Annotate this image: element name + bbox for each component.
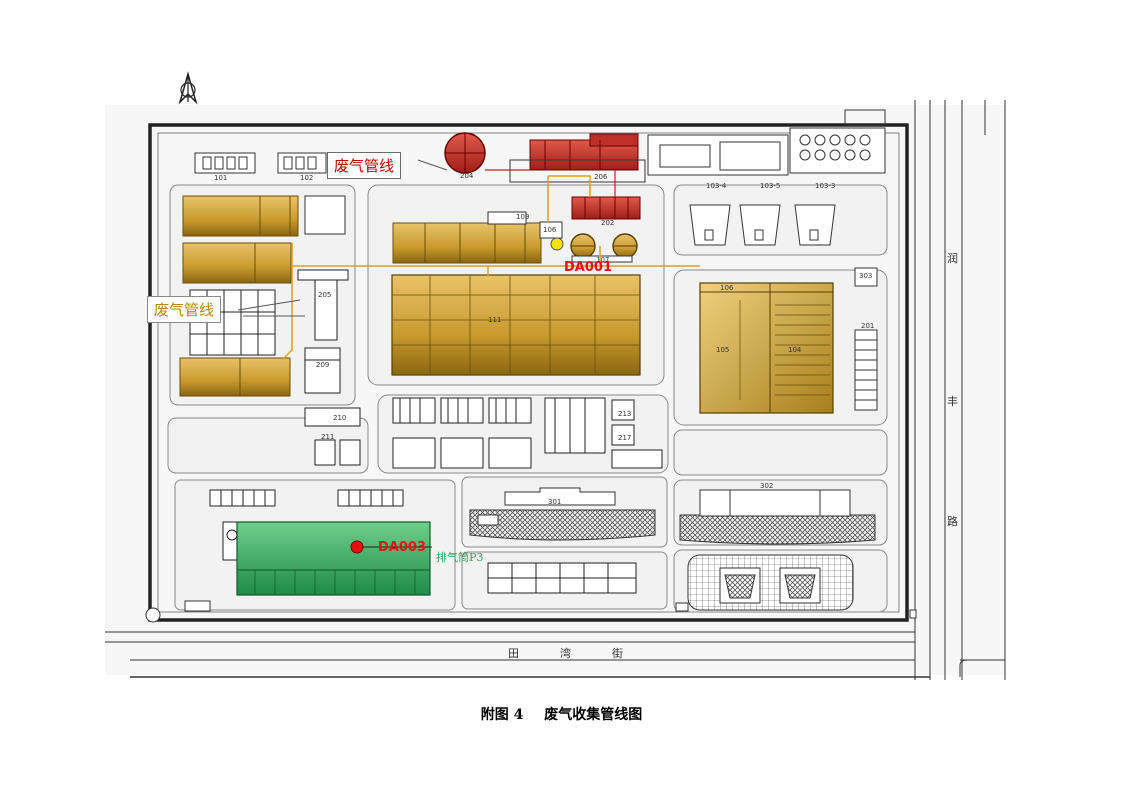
building-label: 103-4 xyxy=(706,182,727,190)
building-label: 205 xyxy=(318,291,332,299)
gold-tank-1 xyxy=(182,195,299,237)
building-label: 202 xyxy=(601,219,615,227)
building-label: 104 xyxy=(788,346,802,354)
building-205 xyxy=(297,269,349,341)
building-204 xyxy=(444,132,486,174)
building-107 xyxy=(570,233,638,263)
da001-label: DA001 xyxy=(564,260,612,275)
east-road-label-2: 丰 xyxy=(947,395,958,408)
lower-right-facility xyxy=(687,554,854,611)
building-202 xyxy=(571,196,641,220)
building-label: 111 xyxy=(488,316,502,324)
building-209 xyxy=(304,347,341,394)
east-road xyxy=(914,100,1006,680)
green-building xyxy=(222,521,431,596)
building-label: 301 xyxy=(548,498,562,506)
building-label: 106 xyxy=(720,284,734,292)
gold-tank-3 xyxy=(179,357,291,397)
building-102 xyxy=(277,152,327,174)
south-road-label-3: 街 xyxy=(612,647,623,660)
top-right-facility xyxy=(647,109,886,176)
building-103-group xyxy=(689,204,836,246)
lower-middle-grid xyxy=(487,562,637,594)
left-pipeline-callout: 废气管线 xyxy=(147,296,222,323)
south-road xyxy=(105,631,1005,678)
figure-number: 附图 4 xyxy=(480,707,524,723)
building-label: 109 xyxy=(516,213,530,221)
exhaust-stack-label: 排气筒P3 xyxy=(436,551,484,564)
building-301 xyxy=(469,487,656,541)
building-label: 201 xyxy=(861,322,875,330)
building-label: 210 xyxy=(333,414,347,422)
north-arrow-icon xyxy=(178,71,198,105)
red-pipeline xyxy=(485,169,616,197)
figure-caption: 附图 4 废气收集管线图 xyxy=(0,704,1123,724)
building-label: 209 xyxy=(316,361,330,369)
figure-title: 废气收集管线图 xyxy=(544,707,643,723)
building-206 xyxy=(509,133,646,183)
south-road-label-2: 湾 xyxy=(560,647,571,660)
da003-label: DA003 xyxy=(378,540,426,555)
building-101 xyxy=(194,152,256,174)
top-pipeline-callout: 废气管线 xyxy=(327,152,402,179)
building-label: 211 xyxy=(321,433,335,441)
da001-marker-icon xyxy=(550,237,564,251)
east-road-label-3: 路 xyxy=(947,515,958,528)
building-label: 302 xyxy=(760,482,774,490)
building-label: 107 xyxy=(596,256,610,264)
da003-marker-icon xyxy=(350,540,364,554)
building-211 xyxy=(304,407,361,466)
building-label: 103-3 xyxy=(815,182,836,190)
building-label: 213 xyxy=(618,410,632,418)
building-201 xyxy=(854,267,878,411)
waste-gas-pipeline xyxy=(281,175,700,361)
building-label: 103-5 xyxy=(760,182,781,190)
building-label: 106 xyxy=(543,226,557,234)
building-label: 102 xyxy=(300,174,314,182)
site-boundary xyxy=(148,123,909,622)
building-label: 217 xyxy=(618,434,632,442)
south-road-label-1: 田 xyxy=(508,647,519,660)
gold-tank-2 xyxy=(182,242,292,284)
building-302 xyxy=(679,489,876,545)
building-109 xyxy=(392,222,542,264)
building-111 xyxy=(391,274,641,376)
building-label: 105 xyxy=(716,346,730,354)
building-105-104 xyxy=(699,282,834,414)
building-label: 303 xyxy=(859,272,873,280)
east-road-label-1: 润 xyxy=(947,252,958,265)
building-label: 206 xyxy=(594,173,608,181)
building-label: 204 xyxy=(460,172,474,180)
building-label: 101 xyxy=(214,174,228,182)
